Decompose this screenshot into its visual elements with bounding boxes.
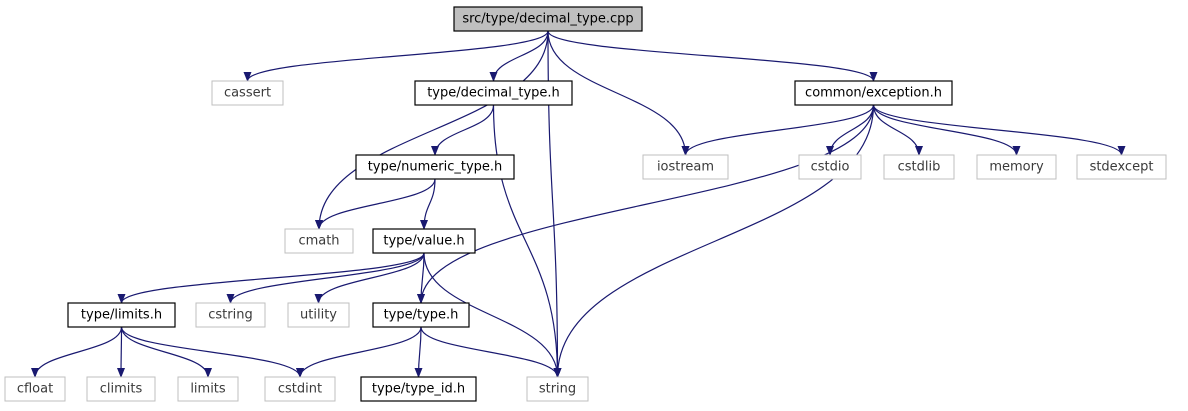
node-box: [355, 154, 515, 180]
node-box: [67, 302, 176, 328]
edge-limits_h-to-cstdint: [120, 326, 304, 378]
edge-exception_h-to-string: [553, 104, 875, 378]
edge-type_h-to-string: [420, 326, 562, 378]
node-exception-h[interactable]: common/exception.h: [794, 80, 953, 106]
node-box: [360, 376, 477, 402]
node-box: [195, 302, 266, 328]
node-label: memory: [989, 160, 1044, 175]
node-label: type/decimal_type.h: [427, 86, 560, 101]
edge-type_h-to-cstdint: [296, 326, 422, 378]
node-limits: limits: [177, 376, 239, 402]
node-box: [211, 80, 284, 106]
edge-exception_h-to-type_h: [417, 104, 875, 304]
edge-exception_h-to-memory: [872, 104, 1021, 156]
node-label: common/exception.h: [805, 86, 942, 101]
edge-root-to-decimal_type_h: [489, 30, 549, 82]
node-stdexcept: stdexcept: [1076, 154, 1167, 180]
node-box: [883, 154, 955, 180]
edges-layer: [31, 30, 1126, 378]
edge-exception_h-to-cstdlib: [872, 104, 923, 156]
edge-root-to-cmath: [315, 30, 549, 230]
node-value-h[interactable]: type/value.h: [372, 228, 476, 254]
node-label: cstdint: [278, 382, 322, 397]
node-label: climits: [100, 382, 143, 397]
node-box: [86, 376, 156, 402]
edge-exception_h-to-iostream: [681, 104, 875, 156]
node-label: cassert: [224, 86, 271, 101]
node-label: type/limits.h: [81, 308, 162, 323]
edge-numeric_type_h-to-cmath: [315, 178, 436, 230]
node-iostream: iostream: [642, 154, 729, 180]
node-label: type/value.h: [383, 234, 464, 249]
node-box: [642, 154, 729, 180]
node-cassert: cassert: [211, 80, 284, 106]
edge-decimal_type_h-to-numeric_type_h: [431, 104, 495, 156]
node-label: type/type.h: [384, 308, 459, 323]
edge-value_h-to-string: [423, 252, 562, 378]
node-label: src/type/decimal_type.cpp: [462, 12, 633, 27]
node-box: [526, 376, 589, 402]
node-label: cstdlib: [898, 160, 941, 175]
node-label: utility: [300, 308, 337, 323]
node-utility: utility: [287, 302, 350, 328]
edge-limits_h-to-climits: [117, 326, 126, 378]
node-box: [372, 228, 476, 254]
node-box: [4, 376, 66, 402]
edge-root-to-exception_h: [547, 30, 878, 82]
node-cmath: cmath: [284, 228, 354, 254]
edge-value_h-to-cstring: [226, 252, 425, 304]
node-box: [794, 80, 953, 106]
node-box: [1076, 154, 1167, 180]
node-box: [372, 302, 470, 328]
node-limits-h[interactable]: type/limits.h: [67, 302, 176, 328]
edge-exception_h-to-stdexcept: [872, 104, 1126, 156]
node-climits: climits: [86, 376, 156, 402]
node-box: [453, 6, 643, 32]
node-box: [798, 154, 862, 180]
node-string: string: [526, 376, 589, 402]
node-label: cmath: [298, 234, 339, 249]
node-cstdio: cstdio: [798, 154, 862, 180]
edge-value_h-to-utility: [314, 252, 425, 304]
node-label: limits: [190, 382, 226, 397]
edge-type_h-to-type_id_h: [414, 326, 423, 378]
edge-decimal_type_h-to-string: [492, 104, 562, 378]
node-cfloat: cfloat: [4, 376, 66, 402]
node-root[interactable]: src/type/decimal_type.cpp: [453, 6, 643, 32]
edge-limits_h-to-cfloat: [31, 326, 123, 378]
node-label: iostream: [657, 160, 714, 175]
node-label: string: [539, 382, 576, 397]
node-box: [287, 302, 350, 328]
edge-value_h-to-limits_h: [117, 252, 425, 304]
node-label: stdexcept: [1090, 160, 1154, 175]
node-memory: memory: [976, 154, 1057, 180]
node-label: cstring: [208, 308, 252, 323]
node-box: [177, 376, 239, 402]
node-cstring: cstring: [195, 302, 266, 328]
node-label: cstdio: [811, 160, 850, 175]
node-box: [284, 228, 354, 254]
node-cstdlib: cstdlib: [883, 154, 955, 180]
edge-root-to-iostream: [547, 30, 690, 156]
edge-numeric_type_h-to-value_h: [420, 178, 436, 230]
node-label: type/numeric_type.h: [368, 160, 503, 175]
edge-root-to-cassert: [243, 30, 549, 82]
node-numeric-type-h[interactable]: type/numeric_type.h: [355, 154, 515, 180]
node-decimal-type-h[interactable]: type/decimal_type.h: [414, 80, 573, 106]
node-box: [264, 376, 336, 402]
edge-limits_h-to-limits: [120, 326, 212, 378]
node-type-id-h[interactable]: type/type_id.h: [360, 376, 477, 402]
node-cstdint: cstdint: [264, 376, 336, 402]
node-box: [414, 80, 573, 106]
node-label: type/type_id.h: [372, 382, 465, 397]
node-label: cfloat: [17, 382, 53, 397]
node-type-h[interactable]: type/type.h: [372, 302, 470, 328]
node-box: [976, 154, 1057, 180]
